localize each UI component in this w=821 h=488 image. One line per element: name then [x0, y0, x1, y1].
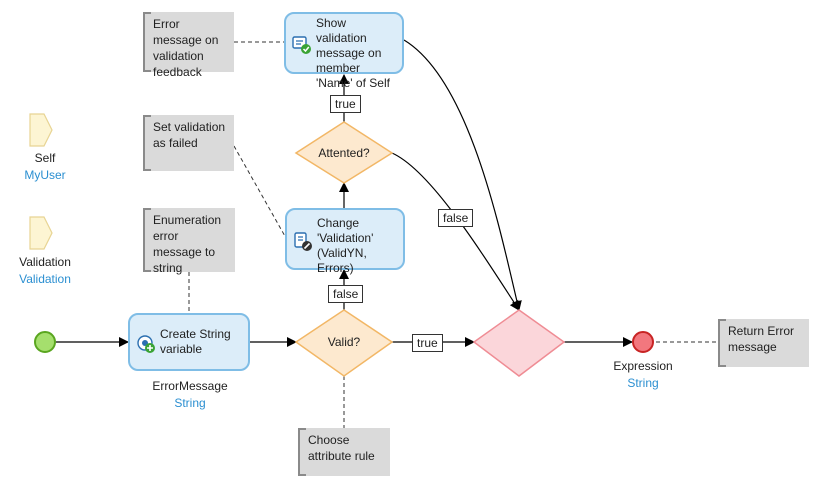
parameter-validation-caption: Validation Validation: [10, 254, 80, 288]
flow-show-to-merge[interactable]: [403, 39, 522, 311]
end-event[interactable]: [632, 331, 654, 353]
parameter-type: MyUser: [24, 168, 66, 182]
variable-caption: ErrorMessage String: [140, 378, 240, 412]
validation-feedback-icon: [292, 36, 311, 54]
parameter-name: Self: [34, 151, 56, 165]
parameter-type: Validation: [19, 272, 71, 286]
activity-label: Change 'Validation' (ValidYN, Errors): [317, 216, 374, 275]
activity-create-string[interactable]: Create String variable: [128, 313, 250, 371]
decision-valid-label: Valid?: [327, 335, 361, 349]
end-event-name: Expression: [613, 359, 673, 373]
change-object-icon: [294, 232, 312, 251]
merge-gateway[interactable]: [472, 309, 566, 377]
activity-change-validation[interactable]: Change 'Validation' (ValidYN, Errors): [285, 208, 405, 275]
decision-attented-label: Attented?: [318, 146, 370, 160]
parameter-self-icon[interactable]: [29, 113, 53, 147]
activity-label: Create String variable: [160, 327, 231, 356]
activity-label: Show validation message on member 'Name'…: [316, 16, 390, 90]
decision-attented[interactable]: [294, 121, 394, 184]
parameter-self-caption: Self MyUser: [15, 150, 75, 184]
annotation-error-feedback[interactable]: Error message on validation feedback: [143, 12, 234, 79]
flow-label-attented-true: true: [330, 95, 361, 113]
parameter-validation-icon[interactable]: [29, 216, 53, 250]
annotation-link: [233, 145, 287, 239]
annotation-return-error[interactable]: Return Error message: [718, 319, 809, 367]
flow-label-valid-true: true: [412, 334, 443, 352]
start-event[interactable]: [34, 331, 56, 353]
flow-label-attented-false: false: [438, 209, 474, 227]
activity-show-validation[interactable]: Show validation message on member 'Name'…: [284, 12, 404, 90]
annotation-choose-rule[interactable]: Choose attribute rule: [298, 428, 390, 476]
end-event-type: String: [627, 376, 659, 390]
variable-type: String: [174, 396, 206, 410]
parameter-name: Validation: [19, 255, 71, 269]
flow-label-valid-false: false: [328, 285, 364, 303]
variable-name: ErrorMessage: [152, 379, 228, 393]
end-event-caption: Expression String: [603, 358, 683, 392]
create-variable-icon: [137, 335, 155, 353]
annotation-set-failed[interactable]: Set validation as failed: [143, 115, 234, 171]
decision-valid[interactable]: [294, 309, 394, 377]
annotation-enum-to-string[interactable]: Enumeration error message to string: [143, 208, 235, 275]
